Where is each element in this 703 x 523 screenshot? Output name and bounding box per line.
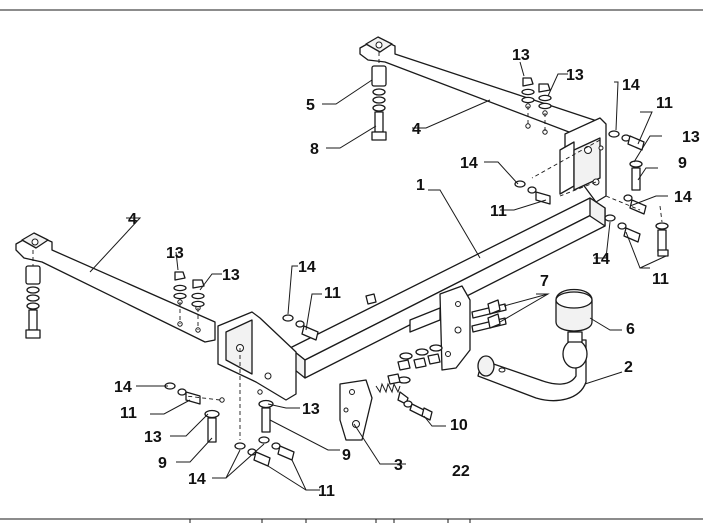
label-part-2: 2 bbox=[624, 359, 633, 376]
label-part-3: 3 bbox=[394, 457, 403, 474]
label-part-14-g: 14 bbox=[188, 471, 206, 488]
nut-washer-set-upper-right bbox=[538, 83, 552, 110]
bolt-10 bbox=[403, 400, 433, 421]
label-part-13-a: 13 bbox=[512, 47, 530, 64]
bolt-pair-7 bbox=[471, 299, 507, 333]
label-part-14-a: 14 bbox=[622, 77, 640, 94]
label-part-13-f: 13 bbox=[144, 429, 162, 446]
label-part-22: 22 bbox=[452, 463, 470, 480]
label-part-8: 8 bbox=[310, 141, 319, 158]
strap-bracket-upper bbox=[359, 36, 601, 141]
bottom-table-stub bbox=[189, 519, 471, 523]
tow-ball-neck bbox=[477, 331, 588, 402]
alignment-dashes bbox=[32, 52, 663, 440]
spacer-stack-lower bbox=[25, 265, 41, 339]
label-part-1: 1 bbox=[416, 177, 425, 194]
label-part-13-c: 13 bbox=[682, 129, 700, 146]
beam-nut bbox=[365, 293, 377, 305]
spacer-stack-upper bbox=[371, 65, 387, 141]
label-part-4-upper: 4 bbox=[412, 121, 421, 138]
label-part-6: 6 bbox=[626, 321, 635, 338]
label-part-14-f: 14 bbox=[114, 379, 132, 396]
label-part-14-c: 14 bbox=[674, 189, 692, 206]
nut-washer-set-lower-right bbox=[191, 279, 205, 308]
label-part-10: 10 bbox=[450, 417, 468, 434]
nut-washer-set-upper-left bbox=[521, 77, 535, 104]
label-part-14-d: 14 bbox=[592, 251, 610, 268]
strap-bracket-lower bbox=[15, 232, 216, 343]
left-side-plate bbox=[217, 311, 297, 403]
right-side-plate bbox=[559, 117, 607, 203]
label-part-5: 5 bbox=[306, 97, 315, 114]
label-part-13-b: 13 bbox=[566, 67, 584, 84]
label-part-14-e: 14 bbox=[298, 259, 316, 276]
label-part-7: 7 bbox=[540, 273, 549, 290]
spring-22 bbox=[375, 382, 409, 405]
label-part-9-center: 9 bbox=[342, 447, 351, 464]
label-part-13-g: 13 bbox=[302, 401, 320, 418]
label-part-9-left: 9 bbox=[158, 455, 167, 472]
label-part-13-d: 13 bbox=[166, 245, 184, 262]
label-part-14-b: 14 bbox=[460, 155, 478, 172]
label-part-11-top-right: 11 bbox=[656, 95, 673, 112]
nut-washer-stack-center bbox=[387, 344, 443, 385]
label-part-11-beam: 11 bbox=[324, 285, 341, 302]
leader-lines bbox=[89, 61, 668, 491]
ball-mount-bracket bbox=[409, 285, 471, 371]
label-part-11-left: 11 bbox=[120, 405, 137, 422]
nut-washer-set-lower-left bbox=[173, 271, 187, 300]
label-part-11-mid: 11 bbox=[490, 203, 507, 220]
label-part-11-right: 11 bbox=[652, 271, 669, 288]
label-part-4-lower: 4 bbox=[128, 211, 137, 228]
electrical-socket-plate bbox=[339, 379, 373, 441]
label-part-13-e: 13 bbox=[222, 267, 240, 284]
label-part-11-bottom: 11 bbox=[318, 483, 335, 500]
label-part-9-right: 9 bbox=[678, 155, 687, 172]
tow-ball-cap bbox=[555, 288, 593, 332]
